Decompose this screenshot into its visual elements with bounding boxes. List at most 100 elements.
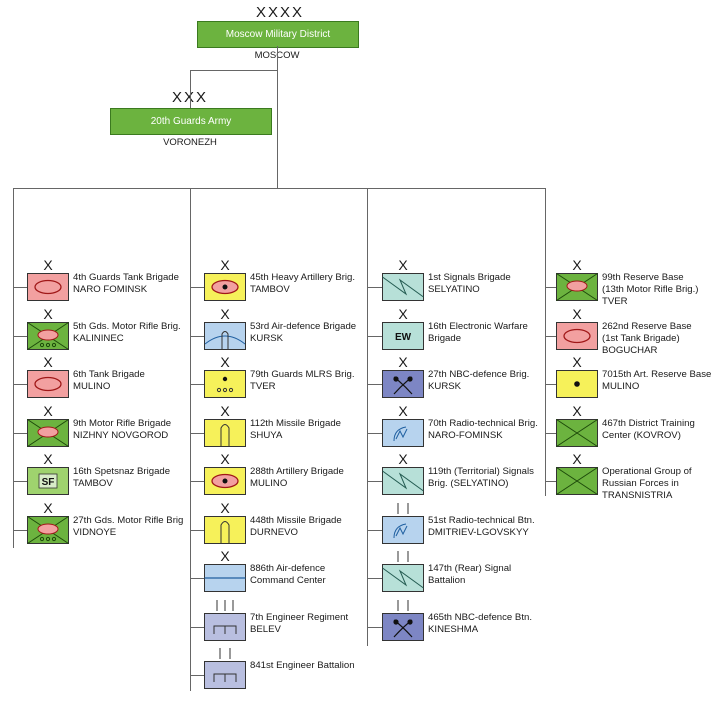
unit-echelon-bars-icon [397, 502, 409, 514]
col4-line [545, 188, 546, 496]
root-down-line [277, 46, 278, 70]
unit-connector [367, 578, 382, 579]
nbc-icon [382, 370, 424, 398]
unit-echelon: X [398, 451, 408, 467]
unit-label: 27th Gds. Motor Rifle Brig VIDNOYE [73, 514, 184, 538]
army-echelon: XXX [171, 89, 208, 106]
unit-connector [545, 384, 556, 385]
unit-connector [190, 626, 204, 628]
unit-connector [13, 432, 27, 434]
unit-connector [190, 529, 204, 531]
infantry-icon [556, 467, 598, 495]
root-to-army-line [190, 70, 278, 71]
trunk-line [277, 70, 278, 188]
unit-echelon: X [43, 499, 53, 516]
unit-echelon: X [43, 354, 53, 370]
unit-label: 99th Reserve Base (13th Motor Rifle Brig… [602, 272, 699, 307]
unit-label: 70th Radio-technical Brig. NARO-FOMINSK [428, 417, 538, 441]
army-hq-box[interactable]: 20th Guards Army [110, 108, 272, 135]
unit-connector [190, 578, 204, 579]
unit-echelon: X [398, 402, 408, 419]
unit-label: Operational Group of Russian Forces in T… [602, 466, 692, 501]
unit-echelon: X [398, 257, 408, 273]
unit-label: 16th Spetsnaz Brigade TAMBOV [73, 466, 171, 489]
unit-echelon: X [43, 402, 53, 419]
col1-line [13, 188, 14, 548]
infantry-icon [556, 418, 598, 447]
unit-connector [367, 481, 382, 482]
unit-label: 841st Engineer Battalion [250, 660, 355, 671]
root-hq-box[interactable]: Moscow Military District [197, 21, 359, 48]
unit-label: 112th Missile Brigade SHUYA [250, 417, 342, 441]
armour-icon [556, 321, 598, 350]
unit-echelon-bars-icon [397, 599, 409, 611]
unit-symbol-text: EW [395, 332, 412, 343]
unit-echelon: X [43, 305, 53, 322]
root-hq-location: MOSCOW [197, 50, 357, 61]
radio-technical-icon [382, 515, 424, 544]
missile-icon [204, 418, 246, 447]
unit-label: 4th Guards Tank Brigade NARO FOMINSK [73, 272, 179, 295]
unit-label: 27th NBC-defence Brig. KURSK [428, 369, 530, 392]
unit-label: 448th Missile Brigade DURNEVO [250, 514, 342, 538]
unit-echelon: X [398, 354, 408, 370]
armour-icon [27, 273, 69, 301]
unit-connector [190, 335, 204, 337]
unit-label: 53rd Air-defence Brigade KURSK [250, 320, 357, 344]
unit-echelon: X [220, 451, 230, 467]
unit-connector [545, 287, 556, 288]
unit-echelon: X [572, 305, 582, 322]
armour-icon [27, 370, 69, 398]
unit-label: 9th Motor Rifle Brigade NIZHNY NOVGOROD [73, 417, 172, 441]
mlrs-icon [204, 370, 246, 398]
unit-connector [545, 481, 556, 482]
signals-icon [382, 564, 424, 592]
engineer-icon [204, 612, 246, 641]
unit-connector [367, 432, 382, 434]
motor-rifle-icon [27, 321, 69, 350]
mech-infantry-icon [27, 418, 69, 447]
unit-connector [367, 384, 382, 385]
unit-echelon: X [220, 257, 230, 273]
unit-label: 467th District Training Center (KOVROV) [602, 417, 695, 441]
army-hq-name: 20th Guards Army [150, 116, 232, 127]
unit-label: 16th Electronic Warfare Brigade [428, 320, 528, 344]
signals-icon [382, 467, 424, 495]
unit-label: 5th Gds. Motor Rifle Brig. KALININEC [73, 320, 181, 344]
unit-label: 1st Signals Brigade SELYATINO [428, 272, 511, 295]
signals-icon [382, 273, 424, 301]
unit-connector [367, 626, 382, 628]
root-echelon: XXXX [255, 4, 305, 21]
heavy-artillery-icon [204, 273, 246, 301]
unit-echelon: X [398, 305, 408, 322]
branch-bar [13, 188, 546, 189]
electronic-warfare-icon: EW [382, 321, 424, 350]
air-defence-icon [204, 321, 246, 350]
col2-line [190, 188, 191, 691]
unit-echelon: X [43, 451, 53, 467]
unit-echelon: X [220, 548, 230, 564]
unit-connector [13, 335, 27, 337]
unit-label: 288th Artillery Brigade MULINO [250, 466, 344, 489]
unit-label: 7th Engineer Regiment BELEV [250, 611, 349, 635]
heavy-artillery-icon [204, 467, 246, 495]
unit-label: 51st Radio-technical Btn. DMITRIEV-LGOVS… [428, 514, 535, 538]
unit-label: 79th Guards MLRS Brig. TVER [250, 369, 355, 392]
special-forces-icon: SF [27, 467, 69, 495]
unit-label: 886th Air-defence Command Center [250, 563, 326, 586]
unit-connector [190, 481, 204, 482]
unit-connector [367, 529, 382, 531]
unit-connector [13, 481, 27, 482]
unit-symbol-text: SF [42, 477, 55, 488]
unit-label: 45th Heavy Artillery Brig. TAMBOV [250, 272, 356, 295]
unit-connector [367, 287, 382, 288]
root-hq-name: Moscow Military District [225, 29, 331, 40]
unit-echelon: X [572, 451, 582, 467]
unit-echelon-bars-icon [397, 551, 409, 562]
unit-echelon: X [220, 402, 230, 419]
unit-label: 147th (Rear) Signal Battalion [428, 563, 512, 586]
air-defence-command-icon [204, 564, 246, 592]
engineer-icon [204, 661, 246, 689]
unit-echelon: X [220, 305, 230, 322]
unit-echelon: X [220, 354, 230, 370]
